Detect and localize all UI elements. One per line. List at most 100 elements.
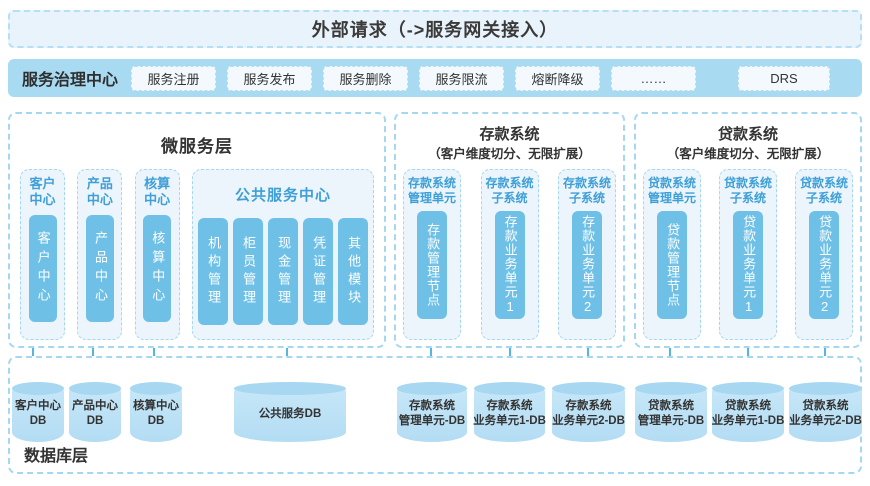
db-cylinder-label: 产品中心 DB: [72, 400, 118, 427]
db-cylinder-loan-biz-unit-1: 贷款系统 业务单元1-DB: [711, 382, 785, 442]
cash-mgmt-module-label: 现金管理: [276, 235, 292, 308]
loan-system-title: 贷款系统: [717, 126, 778, 143]
accounting-center-box: 核算中心 核算中心: [134, 169, 180, 340]
deposit-biz-unit-1-label: 存款业务单元1: [502, 215, 518, 316]
customer-center-unit: 客户中心: [28, 215, 57, 323]
deposit-biz-unit-2: 存款业务单元2: [572, 211, 602, 320]
loan-mgmt-node-label: 贷款管理节点: [665, 223, 681, 308]
service-governance-bar: 服务治理中心 服务注册 服务发布 服务删除 服务限流 熔断降级 …… DRS: [8, 59, 862, 97]
loan-subsystem-2-header: 贷款系统子系统: [799, 176, 848, 205]
loan-mgmt-unit-header: 贷款系统管理单元: [647, 176, 696, 205]
service-throttle-button[interactable]: 服务限流: [419, 65, 505, 91]
deposit-biz-unit-2-label: 存款业务单元2: [580, 215, 596, 316]
teller-mgmt-module-label: 柜员管理: [241, 235, 257, 308]
cash-mgmt-module: 现金管理: [267, 218, 298, 325]
deposit-mgmt-node-label: 存款管理节点: [425, 223, 441, 308]
loan-biz-unit-1: 贷款业务单元1: [733, 211, 763, 320]
loan-biz-unit-1-label: 贷款业务单元1: [741, 215, 757, 316]
loan-biz-unit-2-label: 贷款业务单元2: [817, 215, 833, 316]
db-cylinder-label: 存款系统 管理单元-DB: [398, 400, 466, 427]
cylinder-shape: [552, 388, 625, 442]
service-register-button[interactable]: 服务注册: [131, 65, 217, 91]
microservice-layer-panel: 微服务层 客户中心 客户中心 产品中心 产品中心 核算中心 核算中心: [8, 112, 386, 348]
db-cylinder-accounting-center: 核算中心 DB: [130, 382, 182, 442]
deposit-units-row: 存款系统管理单元 存款管理节点 存款系统子系统 存款业务单元1 存款系统子系统 …: [403, 169, 616, 340]
db-cylinder-public-service: 公共服务DB: [234, 382, 346, 442]
deposit-subsystem-1-header: 存款系统子系统: [485, 176, 534, 205]
microservice-layer-title: 微服务层: [161, 137, 233, 156]
cylinder-shape: [474, 388, 545, 442]
accounting-center-unit-label: 核算中心: [150, 230, 166, 307]
public-service-center-box: 公共服务中心 机构管理 柜员管理 现金管理 凭证管理 其他模块: [191, 169, 374, 340]
voucher-mgmt-module-label: 凭证管理: [311, 235, 327, 308]
database-layer-panel: 客户中心 DB 产品中心 DB 核算中心 DB 公共服务DB 存款系统 管理单元…: [8, 356, 862, 474]
product-center-box: 产品中心 产品中心: [77, 169, 123, 340]
loan-subsystem-2-box: 贷款系统子系统 贷款业务单元2: [795, 169, 853, 340]
deposit-mgmt-unit-box: 存款系统管理单元 存款管理节点: [403, 169, 461, 340]
deposit-subsystem-1-box: 存款系统子系统 存款业务单元1: [480, 169, 539, 340]
customer-center-header: 客户中心: [29, 176, 56, 207]
org-mgmt-module: 机构管理: [197, 218, 228, 325]
service-publish-button[interactable]: 服务发布: [227, 65, 313, 91]
cylinder-shape: [712, 388, 784, 442]
accounting-center-header: 核算中心: [144, 176, 171, 207]
cylinder-shape: [635, 388, 707, 442]
more-button[interactable]: ……: [611, 65, 697, 91]
db-cylinder-label: 存款系统 业务单元2-DB: [552, 400, 625, 427]
db-cylinder-label: 客户中心 DB: [15, 400, 61, 427]
other-module-label: 其他模块: [346, 235, 362, 308]
deposit-mgmt-unit-header: 存款系统管理单元: [407, 176, 456, 205]
cylinder-shape: [397, 388, 467, 442]
product-center-header: 产品中心: [86, 176, 113, 207]
service-delete-button[interactable]: 服务删除: [323, 65, 409, 91]
voucher-mgmt-module: 凭证管理: [302, 218, 333, 325]
database-layer-title: 数据库层: [24, 448, 89, 465]
other-module: 其他模块: [337, 218, 368, 325]
db-cylinder-customer-center: 客户中心 DB: [12, 382, 64, 442]
deposit-system-title: 存款系统: [479, 126, 540, 143]
deposit-system-panel: 存款系统 （客户维度切分、无限扩展） 存款系统管理单元 存款管理节点 存款系统子…: [394, 112, 625, 348]
deposit-biz-unit-1: 存款业务单元1: [494, 211, 525, 320]
loan-mgmt-node: 贷款管理节点: [657, 211, 687, 320]
db-cylinder-label: 贷款系统 管理单元-DB: [637, 400, 705, 427]
public-service-modules: 机构管理 柜员管理 现金管理 凭证管理 其他模块: [197, 218, 368, 325]
cylinder-shape: [789, 388, 862, 442]
loan-biz-unit-2: 贷款业务单元2: [809, 211, 839, 320]
teller-mgmt-module: 柜员管理: [232, 218, 263, 325]
db-cylinder-label: 贷款系统 业务单元1-DB: [711, 400, 785, 427]
drs-button[interactable]: DRS: [738, 65, 830, 91]
deposit-subsystem-2-header: 存款系统子系统: [562, 176, 611, 205]
cylinder-shape: [69, 388, 121, 442]
db-cylinder-label: 贷款系统 业务单元2-DB: [789, 400, 862, 427]
governance-label: 服务治理中心: [22, 72, 119, 89]
banner-title: 外部请求（->服务网关接入）: [311, 20, 559, 40]
db-cylinder-label: 存款系统 业务单元1-DB: [473, 400, 546, 427]
deposit-subsystem-2-box: 存款系统子系统 存款业务单元2: [558, 169, 616, 340]
db-cylinder-deposit-biz-unit-2: 存款系统 业务单元2-DB: [552, 382, 625, 442]
loan-units-row: 贷款系统管理单元 贷款管理节点 贷款系统子系统 贷款业务单元1 贷款系统子系统 …: [643, 169, 853, 340]
customer-center-unit-label: 客户中心: [35, 230, 51, 307]
product-center-unit: 产品中心: [85, 215, 114, 323]
accounting-center-unit: 核算中心: [143, 215, 172, 323]
cylinder-shape: [130, 388, 182, 442]
loan-system-subtitle: （客户维度切分、无限扩展）: [666, 147, 830, 161]
customer-center-box: 客户中心 客户中心: [20, 169, 65, 340]
loan-subsystem-1-box: 贷款系统子系统 贷款业务单元1: [719, 169, 777, 340]
db-cylinder-label: 核算中心 DB: [133, 400, 179, 427]
external-request-banner: 外部请求（->服务网关接入）: [8, 10, 862, 48]
circuit-breaker-button[interactable]: 熔断降级: [515, 65, 601, 91]
cylinder-shape: [12, 388, 64, 442]
deposit-mgmt-node: 存款管理节点: [417, 211, 447, 320]
product-center-unit-label: 产品中心: [92, 230, 108, 307]
loan-mgmt-unit-box: 贷款系统管理单元 贷款管理节点: [643, 169, 701, 340]
loan-subsystem-1-header: 贷款系统子系统: [723, 176, 772, 205]
db-cylinder-deposit-mgmt-unit: 存款系统 管理单元-DB: [397, 382, 467, 442]
db-cylinder-deposit-biz-unit-1: 存款系统 业务单元1-DB: [473, 382, 546, 442]
org-mgmt-module-label: 机构管理: [206, 235, 222, 308]
db-cylinder-loan-biz-unit-2: 贷款系统 业务单元2-DB: [789, 382, 862, 442]
public-service-center-title: 公共服务中心: [234, 187, 331, 204]
deposit-system-subtitle: （客户维度切分、无限扩展）: [428, 147, 591, 161]
microservice-row: 客户中心 客户中心 产品中心 产品中心 核算中心 核算中心 公共服务中心: [20, 169, 374, 340]
db-cylinder-loan-mgmt-unit: 贷款系统 管理单元-DB: [635, 382, 707, 442]
